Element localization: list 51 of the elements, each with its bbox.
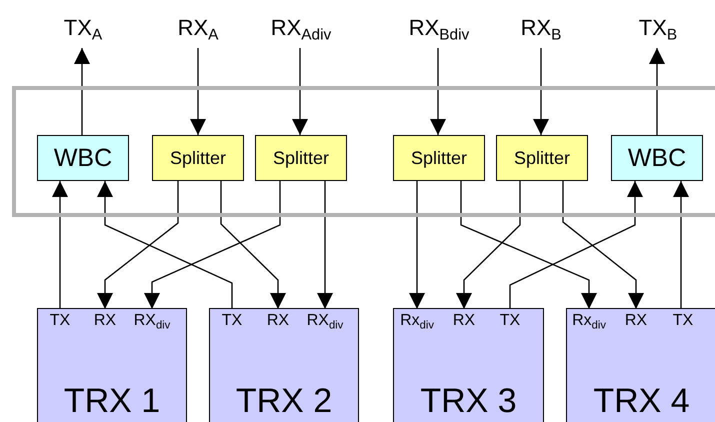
port-label: Rx$_{div}$ xyxy=(567,309,611,333)
port-label: RX$_{div}$ xyxy=(130,309,174,333)
transceiver-box xyxy=(209,308,359,422)
port-label: TX xyxy=(217,309,247,333)
arrow xyxy=(292,48,308,135)
transceiver-label: TRX 4 xyxy=(592,382,691,421)
signal-label: RX$_{Adiv}$ xyxy=(254,8,348,48)
arrow xyxy=(460,181,597,309)
port-label: TX xyxy=(668,309,698,333)
arrow xyxy=(509,181,643,309)
arrow xyxy=(144,181,281,309)
arrow xyxy=(673,181,689,309)
arrow xyxy=(97,181,233,309)
enclosure-frame xyxy=(12,86,715,217)
port-label: TX xyxy=(495,309,525,333)
transceiver-label: TRX 2 xyxy=(234,382,334,421)
splitter-box: Splitter xyxy=(393,135,485,181)
splitter-box: Splitter xyxy=(152,135,244,181)
transceiver-box xyxy=(566,308,715,422)
arrow xyxy=(562,181,644,309)
splitter-box: Splitter xyxy=(255,135,347,181)
wbc-box: WBC xyxy=(37,135,129,181)
arrow xyxy=(409,181,425,309)
signal-label: RX$_{B}$ xyxy=(510,8,572,48)
port-label: RX$_{div}$ xyxy=(303,309,347,333)
arrow xyxy=(190,48,206,135)
port-label: RX xyxy=(621,309,651,333)
arrow xyxy=(52,181,68,309)
transceiver-label: TRX 1 xyxy=(62,382,162,421)
arrow xyxy=(97,181,179,309)
transceiver-label: TRX 3 xyxy=(419,382,518,421)
port-label: RX xyxy=(90,309,120,333)
port-label: RX xyxy=(449,309,479,333)
arrow xyxy=(533,48,549,135)
transceiver-box xyxy=(37,308,187,422)
signal-label: RX$_{Bdiv}$ xyxy=(392,8,486,48)
arrow xyxy=(74,48,90,135)
signal-label: TX$_{A}$ xyxy=(52,8,114,48)
arrow xyxy=(649,48,665,135)
arrow xyxy=(317,181,333,309)
signal-label: RX$_{A}$ xyxy=(166,8,230,48)
port-label: RX xyxy=(263,309,293,333)
wbc-box: WBC xyxy=(611,135,703,181)
arrow xyxy=(430,48,446,135)
arrow xyxy=(220,181,286,309)
port-label: Rx$_{div}$ xyxy=(395,309,439,333)
signal-label: TX$_{B}$ xyxy=(627,8,689,48)
arrow xyxy=(456,181,521,309)
port-label: TX xyxy=(45,309,75,333)
splitter-box: Splitter xyxy=(496,135,588,181)
transceiver-box xyxy=(393,308,544,422)
